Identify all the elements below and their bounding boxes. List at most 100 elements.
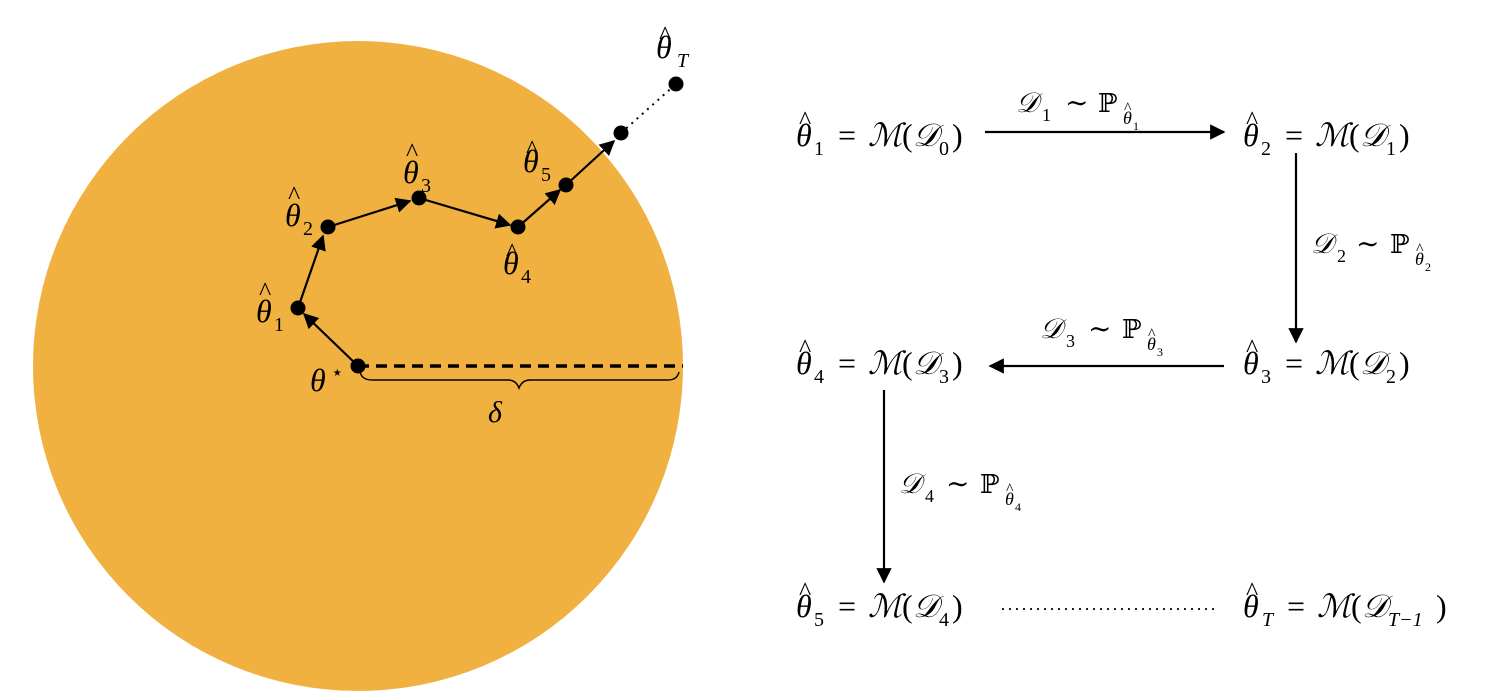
svg-text:θ: θ xyxy=(1243,588,1259,624)
radius-brace xyxy=(359,371,680,391)
svg-text:ℙ: ℙ xyxy=(1098,89,1118,119)
svg-text:1: 1 xyxy=(274,314,284,336)
svg-text:θ: θ xyxy=(1005,489,1014,509)
svg-text:4: 4 xyxy=(925,486,934,506)
iterate-point-3 xyxy=(411,190,427,206)
svg-text:∼: ∼ xyxy=(1356,229,1379,260)
svg-text:^: ^ xyxy=(506,238,518,267)
svg-text:(: ( xyxy=(902,345,913,381)
svg-text:^: ^ xyxy=(406,138,418,167)
node-4: ^ θ 4 = ℳ ( 𝒟 3 ) xyxy=(796,334,963,388)
svg-text:^: ^ xyxy=(799,106,811,135)
svg-text:𝒟: 𝒟 xyxy=(1040,314,1067,345)
svg-text:): ) xyxy=(1436,588,1447,624)
iterate-label-5: ^ θ 5 xyxy=(523,135,551,186)
svg-text:(: ( xyxy=(1349,117,1360,153)
step-arrow-4-5 xyxy=(517,188,562,228)
svg-text:θ: θ xyxy=(796,588,812,624)
svg-text:=: = xyxy=(838,588,856,624)
svg-text:^: ^ xyxy=(799,577,811,606)
svg-text:=: = xyxy=(1287,588,1305,624)
svg-text:1: 1 xyxy=(814,138,824,160)
trajectory-panel: δ θ ⋆ ^ θ 1 ^ θ 2 xyxy=(33,21,690,691)
svg-text:ℳ: ℳ xyxy=(1317,588,1356,624)
svg-text:^: ^ xyxy=(1246,577,1258,606)
iterate-point-5 xyxy=(558,177,574,193)
svg-text:θ: θ xyxy=(523,143,539,179)
svg-text:3: 3 xyxy=(939,366,949,388)
iterate-label-4: ^ θ 4 xyxy=(503,238,531,288)
svg-text:∼: ∼ xyxy=(946,469,969,500)
svg-text:θ: θ xyxy=(656,29,672,65)
svg-text:^: ^ xyxy=(526,135,538,164)
node-2: ^ θ 2 = ℳ ( 𝒟 1 ) xyxy=(1243,106,1410,160)
svg-text:): ) xyxy=(952,588,963,624)
svg-text:ℙ: ℙ xyxy=(1122,315,1142,345)
iterate-point-1 xyxy=(290,300,306,316)
svg-text:^: ^ xyxy=(799,334,811,363)
svg-text:ℳ: ℳ xyxy=(868,345,907,381)
svg-text:4: 4 xyxy=(814,366,824,388)
svg-text:2: 2 xyxy=(1261,138,1271,160)
svg-text:^: ^ xyxy=(1246,334,1258,363)
radius-label: δ xyxy=(488,396,503,429)
svg-text:θ: θ xyxy=(1415,249,1424,269)
svg-text:^: ^ xyxy=(1416,241,1424,258)
step-dotted-continuation xyxy=(620,83,677,134)
svg-text:): ) xyxy=(952,345,963,381)
svg-text:ℙ: ℙ xyxy=(1390,230,1410,260)
iterate-point-2 xyxy=(320,219,336,235)
iterate-label-2: ^ θ 2 xyxy=(285,181,313,240)
svg-text:^: ^ xyxy=(1148,326,1156,343)
svg-text:): ) xyxy=(952,117,963,153)
svg-text:θ: θ xyxy=(1243,117,1259,153)
svg-text:T−1: T−1 xyxy=(1388,609,1423,631)
svg-text:ℙ: ℙ xyxy=(980,470,1000,500)
node-3: ^ θ 3 = ℳ ( 𝒟 2 ) xyxy=(1243,334,1410,388)
svg-text:): ) xyxy=(1399,345,1410,381)
svg-text:θ: θ xyxy=(1147,334,1156,354)
svg-text:T: T xyxy=(1262,609,1275,631)
svg-text:3: 3 xyxy=(421,175,431,197)
svg-text:4: 4 xyxy=(939,609,949,631)
svg-text:(: ( xyxy=(1349,345,1360,381)
node-5: ^ θ 5 = ℳ ( 𝒟 4 ) xyxy=(796,577,963,631)
svg-text:ℳ: ℳ xyxy=(1315,117,1354,153)
iterate-label-1: ^ θ 1 xyxy=(256,277,284,336)
svg-text:2: 2 xyxy=(1337,246,1346,266)
svg-text:=: = xyxy=(838,117,856,153)
theta-star-label: θ ⋆ xyxy=(310,362,344,398)
step-arrow-1-2 xyxy=(296,234,326,309)
svg-text:ℳ: ℳ xyxy=(868,117,907,153)
svg-text:T: T xyxy=(677,50,690,72)
svg-text:θ: θ xyxy=(285,197,301,233)
svg-text:𝒟: 𝒟 xyxy=(899,469,926,500)
svg-text:): ) xyxy=(1399,117,1410,153)
svg-text:1: 1 xyxy=(1133,119,1139,133)
svg-text:θ: θ xyxy=(1123,108,1132,128)
svg-text:^: ^ xyxy=(1006,481,1014,498)
svg-text:θ: θ xyxy=(310,362,326,398)
svg-text:4: 4 xyxy=(521,266,531,288)
svg-text:^: ^ xyxy=(1124,100,1132,117)
svg-text:𝒟: 𝒟 xyxy=(1311,229,1338,260)
svg-text:(: ( xyxy=(1351,588,1362,624)
iterate-label-3: ^ θ 3 xyxy=(403,138,431,197)
svg-text:3: 3 xyxy=(1261,366,1271,388)
svg-text:∼: ∼ xyxy=(1088,314,1111,345)
svg-text:ℳ: ℳ xyxy=(1315,345,1354,381)
svg-text:=: = xyxy=(838,345,856,381)
svg-text:=: = xyxy=(1285,345,1303,381)
node-T: ^ θ T = ℳ ( 𝒟 T−1 ) xyxy=(1243,577,1447,631)
step-arrow-5-6 xyxy=(565,139,616,186)
edge-label-2: 𝒟 2 ∼ ℙ ^ θ 2 xyxy=(1311,229,1431,274)
step-arrow-2-3 xyxy=(327,197,412,229)
node-1: ^ θ 1 = ℳ ( 𝒟 0 ) xyxy=(796,106,963,160)
svg-text:∼: ∼ xyxy=(1065,88,1088,119)
theta-star-point xyxy=(350,358,366,374)
svg-text:^: ^ xyxy=(259,277,271,306)
svg-text:0: 0 xyxy=(939,138,949,160)
edge-label-3: 𝒟 3 ∼ ℙ ^ θ 3 xyxy=(1040,314,1163,359)
svg-text:5: 5 xyxy=(541,164,551,186)
